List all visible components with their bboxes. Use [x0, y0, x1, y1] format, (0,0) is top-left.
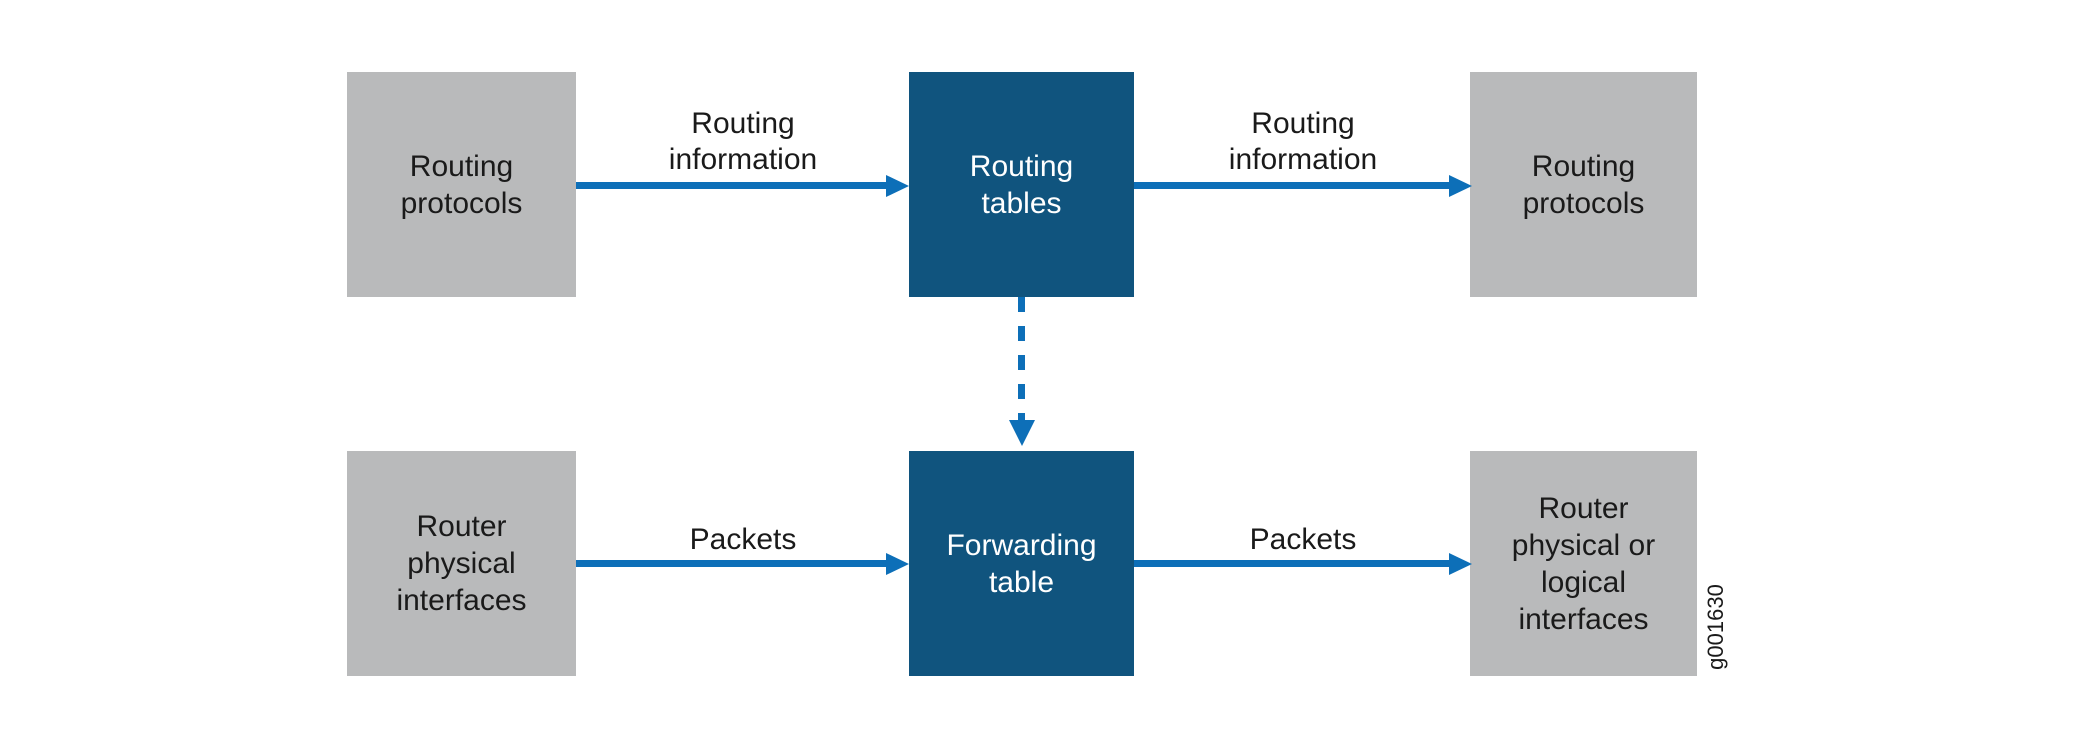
edge-label-routing-information-right: Routing information	[1228, 107, 1378, 176]
dashed-arrow-tables-to-forwarding	[1018, 297, 1025, 420]
arrowhead-down-icon	[1009, 420, 1035, 446]
node-router-physical-or-logical-interfaces: Router physical or logical interfaces	[1470, 451, 1697, 676]
figure-id-label: g001630	[1703, 584, 1728, 670]
node-routing-protocols-left: Routing protocols	[347, 72, 576, 297]
edge-label-routing-information-left: Routing information	[668, 107, 818, 176]
arrowhead-right-icon	[886, 553, 909, 575]
node-routing-tables: Routing tables	[909, 72, 1134, 297]
arrowhead-right-icon	[1449, 175, 1472, 197]
edge-label-packets-right: Packets	[1249, 523, 1357, 556]
node-routing-protocols-right: Routing protocols	[1470, 72, 1697, 297]
arrow-packets-left	[576, 560, 888, 567]
arrowhead-right-icon	[1449, 553, 1472, 575]
arrowhead-right-icon	[886, 175, 909, 197]
arrow-packets-right	[1134, 560, 1450, 567]
arrow-routing-info-right	[1134, 182, 1450, 189]
arrow-routing-info-left	[576, 182, 888, 189]
edge-label-packets-left: Packets	[689, 523, 797, 556]
node-router-physical-interfaces: Router physical interfaces	[347, 451, 576, 676]
node-forwarding-table: Forwarding table	[909, 451, 1134, 676]
